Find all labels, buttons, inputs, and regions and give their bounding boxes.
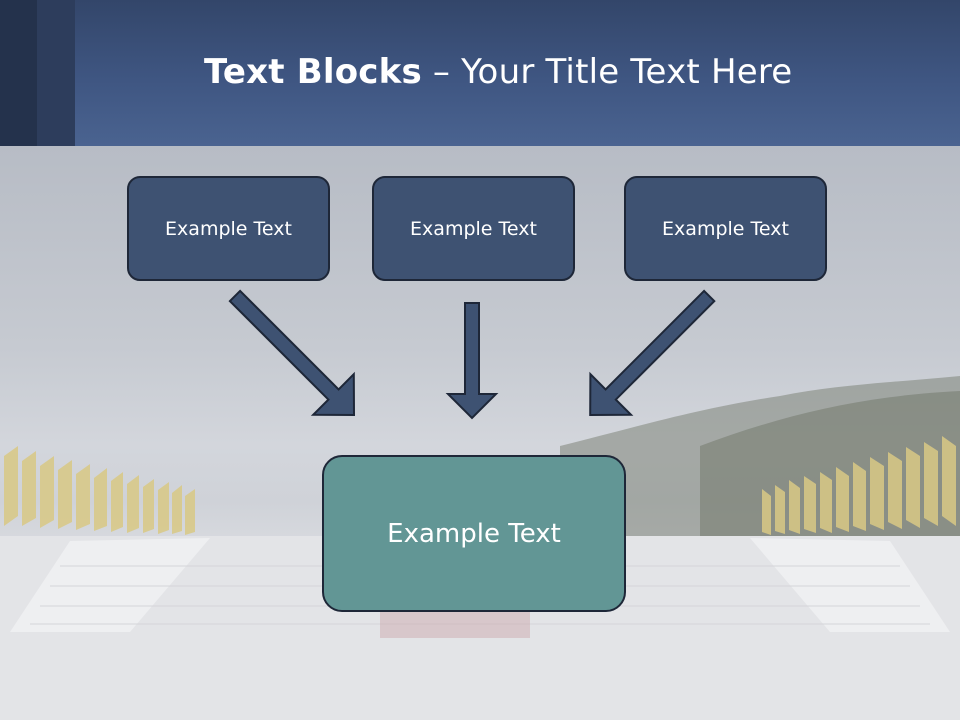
target-text-block: Example Text [322,455,626,612]
header-accent-strip [0,0,37,146]
block-label: Example Text [165,217,292,240]
text-block-3: Example Text [624,176,827,281]
block-label: Example Text [662,217,789,240]
header-accent-strip [37,0,75,146]
arrow-down-icon [445,302,499,420]
slide-header: Text Blocks – Your Title Text Here [0,0,960,146]
title-bold: Text Blocks [204,52,422,92]
arrow-left-icon [228,289,356,417]
text-block-1: Example Text [127,176,330,281]
block-label: Example Text [410,217,537,240]
arrow-right-icon [589,289,716,417]
text-block-2: Example Text [372,176,575,281]
title-rest: Your Title Text Here [461,52,793,92]
title-dash: – [421,52,462,92]
slide-title: Text Blocks – Your Title Text Here [204,52,792,92]
block-label: Example Text [387,518,561,549]
